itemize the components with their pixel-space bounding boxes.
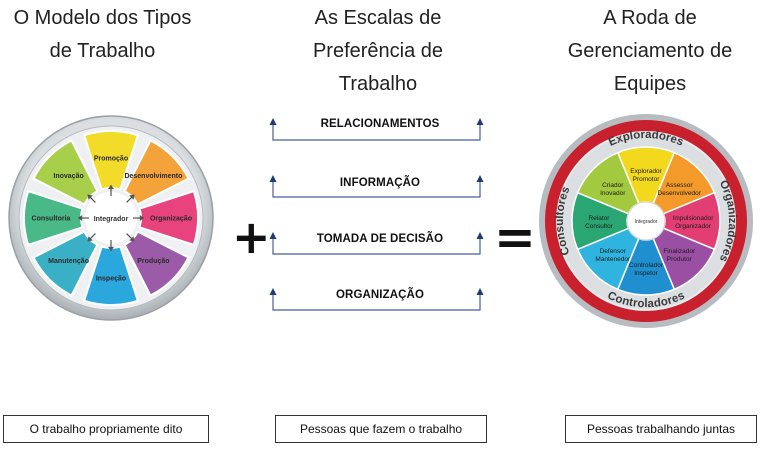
wheel-segment-label: Promoção bbox=[94, 156, 128, 163]
hub-arrowhead bbox=[107, 246, 115, 251]
scale-label-decision-making: TOMADA DE DECISÃO bbox=[316, 233, 444, 245]
wheel-segment-label: Organização bbox=[150, 216, 192, 223]
heading-line: As Escalas de bbox=[314, 7, 442, 29]
scale-arrowhead bbox=[269, 118, 277, 125]
wheel-segment bbox=[32, 139, 99, 206]
wheel-segment bbox=[82, 130, 140, 191]
scale-arrowhead bbox=[269, 288, 277, 295]
caption-people-working-together: Pessoas trabalhando juntas bbox=[565, 415, 757, 443]
plus-sign: + bbox=[232, 210, 271, 264]
heading-line: A Roda de bbox=[603, 7, 697, 29]
wheel-segment-label: Consultoria bbox=[32, 216, 71, 223]
scale-arrowhead bbox=[269, 175, 277, 182]
hub-arrowhead bbox=[139, 214, 144, 222]
hub-arrowhead bbox=[87, 194, 93, 200]
hub-label: Integrador bbox=[635, 219, 658, 225]
heading-line: Preferência de bbox=[312, 40, 444, 62]
wheel-segment-label: Desenvolvimento bbox=[124, 173, 182, 180]
ring-label-left: Consultores bbox=[554, 185, 573, 257]
wheel-hub bbox=[626, 201, 666, 241]
scale-arrowhead bbox=[269, 232, 277, 239]
caption-people-doing-work: Pessoas que fazem o trabalho bbox=[275, 415, 487, 443]
scale-bracket bbox=[272, 122, 481, 141]
scale-label-organization: ORGANIZAÇÃO bbox=[336, 289, 424, 301]
heading-work-types-model: O Modelo dos Tipos de Trabalho bbox=[0, 2, 205, 68]
scale-label-information: INFORMAÇÃO bbox=[339, 177, 421, 189]
heading-line: Equipes bbox=[613, 73, 687, 95]
scale-bracket bbox=[272, 292, 481, 311]
scale-arrowhead bbox=[476, 175, 484, 182]
team-management-wheel: Exploradores Controladores Consultores O… bbox=[539, 114, 753, 328]
wheel-segment bbox=[82, 245, 140, 306]
wheel-segment-label: Manutenção bbox=[48, 258, 89, 265]
heading-line: Trabalho bbox=[338, 73, 418, 95]
scale-arrowhead bbox=[476, 232, 484, 239]
heading-line: O Modelo dos Tipos bbox=[13, 7, 192, 29]
wheel-segment-label: Inovação bbox=[53, 173, 83, 180]
wheel-segment bbox=[23, 189, 84, 247]
wheel-segment-label: Inspeção bbox=[96, 276, 126, 283]
hub-arrowhead bbox=[129, 194, 135, 200]
wheel-segment bbox=[138, 189, 199, 247]
hub-arrowhead bbox=[87, 236, 93, 242]
wheel-segment bbox=[123, 230, 190, 297]
hub-arrowhead bbox=[78, 214, 83, 222]
scale-arrowhead bbox=[476, 118, 484, 125]
scale-bracket bbox=[272, 236, 481, 255]
scale-bracket bbox=[272, 179, 481, 198]
wheel-hub bbox=[85, 192, 137, 244]
wheel-segment bbox=[123, 139, 190, 206]
scale-label-relationships: RELACIONAMENTOS bbox=[320, 118, 440, 130]
hub-arrowhead bbox=[129, 236, 135, 242]
equals-sign: = bbox=[494, 208, 536, 266]
scale-arrowhead bbox=[476, 288, 484, 295]
heading-team-wheel: A Roda de Gerenciamento de Equipes bbox=[540, 2, 760, 101]
caption-work-itself: O trabalho propriamente dito bbox=[3, 415, 209, 443]
work-types-wheel: PromoçãoDesenvolvimentoOrganizaçãoProduç… bbox=[8, 115, 214, 321]
wheel-segment bbox=[32, 230, 99, 297]
wheel-segment-label: Produção bbox=[137, 258, 169, 265]
heading-line: Gerenciamento de bbox=[567, 40, 733, 62]
hub-arrowhead bbox=[107, 185, 115, 190]
heading-preference-scales: As Escalas de Preferência de Trabalho bbox=[283, 2, 473, 101]
hub-label: Integrador bbox=[94, 216, 129, 223]
heading-line: de Trabalho bbox=[49, 40, 156, 62]
